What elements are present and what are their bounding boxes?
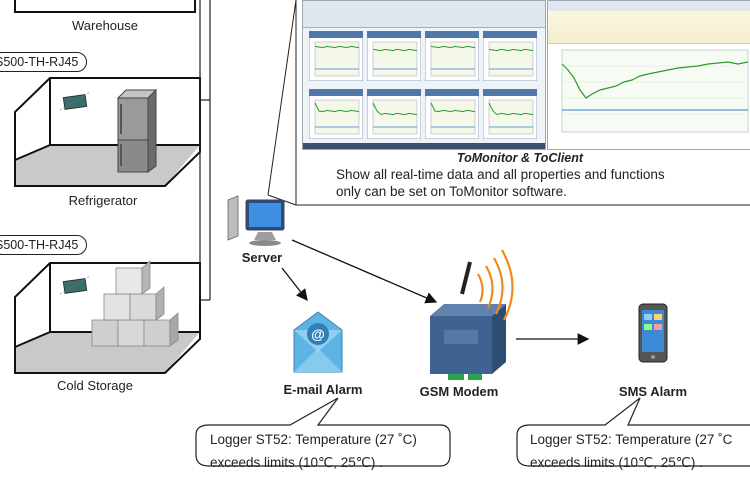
server-icon <box>227 195 285 246</box>
room-network-line <box>199 0 211 301</box>
gsm-modem-icon <box>430 261 506 380</box>
log-toolbar <box>548 1 750 11</box>
panel-header <box>367 31 421 38</box>
sensor-device-icon <box>59 275 91 295</box>
panel-header <box>425 89 479 96</box>
warehouse-room <box>14 0 196 13</box>
sensor-chart-panel <box>309 31 363 81</box>
panel-header <box>483 89 537 96</box>
sms-callout-line-2: exceeds limits (10℃, 25℃) . <box>530 455 703 470</box>
refrigerator-room <box>14 77 201 187</box>
email-callout-line-1: Logger ST52: Temperature (27 ˚C) <box>210 432 417 447</box>
refrigerator-sensor-tag: S500-TH-RJ45 <box>0 52 88 72</box>
sensor-chart-panel <box>483 89 537 139</box>
sms-callout-bubble <box>516 397 750 467</box>
panel-header <box>309 89 363 96</box>
sensor-chart-panel <box>309 89 363 139</box>
wireless-signal-icon <box>477 249 514 321</box>
cold-storage-room <box>14 260 201 374</box>
panel-trend-line <box>314 45 360 49</box>
cargo-boxes-icon <box>91 260 179 347</box>
panel-plot-area <box>430 99 476 135</box>
panel-header <box>425 31 479 38</box>
panel-plot-area <box>314 99 360 135</box>
email-alarm-label: E-mail Alarm <box>283 382 363 397</box>
panel-trend-line <box>430 45 476 49</box>
log-line-chart <box>561 49 749 133</box>
panel-trend-line <box>488 48 534 52</box>
sms-callout-clip: Logger ST52: Temperature (27 ˚C exceeds … <box>530 428 750 474</box>
panel-trend-line <box>488 102 534 116</box>
sensor-chart-panel <box>367 89 421 139</box>
email-callout-bubble <box>195 397 451 467</box>
email-envelope-icon: @ <box>293 311 343 373</box>
smartphone-icon <box>638 303 668 363</box>
cold-storage-label: Cold Storage <box>57 378 133 393</box>
email-callout-line-2: exceeds limits (10℃, 25℃) . <box>210 455 383 470</box>
server-to-email-arrow <box>281 267 308 302</box>
server-label: Server <box>241 250 283 265</box>
panel-plot-area <box>372 99 418 135</box>
gsm-modem-label: GSM Modem <box>419 384 499 399</box>
panel-header <box>309 31 363 38</box>
sms-alarm-label: SMS Alarm <box>618 384 688 399</box>
toclient-log-screenshot <box>547 0 750 150</box>
refrigerator-label: Refrigerator <box>68 193 138 208</box>
sensor-chart-panel <box>367 31 421 81</box>
refrigerator-icon <box>116 88 158 173</box>
software-description-line-2: only can be set on ToMonitor software. <box>336 184 567 199</box>
panel-trend-line <box>372 102 418 116</box>
panel-trend-line <box>430 102 476 113</box>
sms-callout-line-1: Logger ST52: Temperature (27 ˚C <box>530 432 733 447</box>
panel-trend-line <box>314 102 360 113</box>
dashboard-statusbar <box>303 143 545 149</box>
sensor-device-icon <box>59 91 91 111</box>
sensor-chart-panel <box>483 31 537 81</box>
panel-plot-area <box>372 41 418 77</box>
server-to-gsm-arrow <box>291 239 438 304</box>
sensor-chart-panel <box>425 89 479 139</box>
log-header-table <box>548 11 750 44</box>
sensor-chart-panel <box>425 31 479 81</box>
panel-trend-line <box>372 48 418 52</box>
panel-plot-area <box>488 99 534 135</box>
panel-header <box>367 89 421 96</box>
panel-plot-area <box>488 41 534 77</box>
tomonitor-dashboard-screenshot <box>302 0 546 150</box>
cold-storage-sensor-tag: S500-TH-RJ45 <box>0 235 88 255</box>
svg-text:@: @ <box>311 326 325 342</box>
software-description-line-1: Show all real-time data and all properti… <box>336 167 665 182</box>
warehouse-label: Warehouse <box>72 18 138 33</box>
panel-header <box>483 31 537 38</box>
dashboard-toolbar <box>303 1 545 28</box>
dashboard-panels <box>309 31 541 141</box>
software-title: ToMonitor & ToClient <box>456 151 584 165</box>
